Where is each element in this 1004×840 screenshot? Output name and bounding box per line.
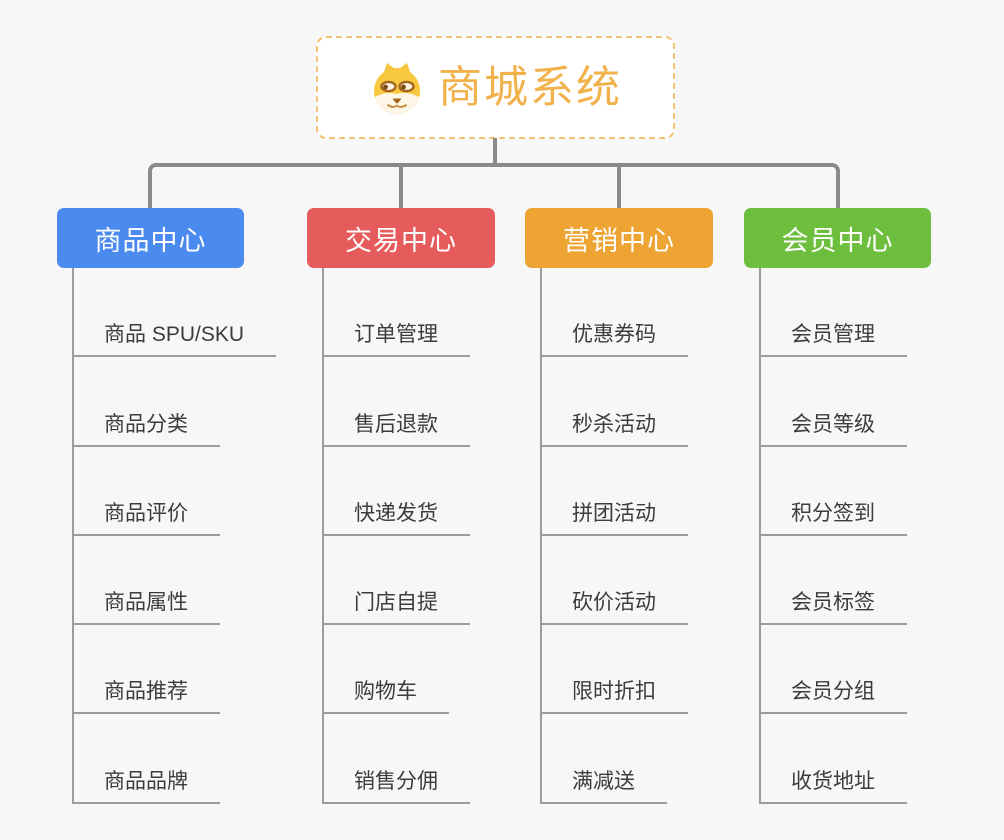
leaf-node[interactable]: 收货地址 <box>759 714 994 804</box>
trunk-connector <box>322 268 324 804</box>
leaf-node[interactable]: 秒杀活动 <box>540 357 775 447</box>
leaf-label: 拼团活动 <box>540 497 688 536</box>
leaf-label: 积分签到 <box>759 497 907 536</box>
leaf-label: 满减送 <box>540 765 667 804</box>
leaf-label: 订单管理 <box>322 318 470 358</box>
leaf-label: 优惠券码 <box>540 318 688 358</box>
branch-children-trade-center: 订单管理 售后退款 快递发货 门店自提 购物车 销售分佣 <box>307 268 557 804</box>
leaf-node[interactable]: 会员标签 <box>759 536 994 626</box>
leaf-node[interactable]: 售后退款 <box>322 357 557 447</box>
branch-label: 会员中心 <box>781 225 894 256</box>
leaf-label: 商品分类 <box>72 408 220 447</box>
leaf-node[interactable]: 商品评价 <box>72 447 307 536</box>
leaf-label: 秒杀活动 <box>540 408 688 447</box>
branch-node-trade-center[interactable]: 交易中心 <box>307 208 495 268</box>
leaf-label: 商品属性 <box>72 586 220 626</box>
leaf-node[interactable]: 商品 SPU/SKU <box>72 268 307 358</box>
leaf-node[interactable]: 优惠券码 <box>540 268 775 358</box>
leaf-node[interactable]: 门店自提 <box>322 536 557 626</box>
leaf-node[interactable]: 商品品牌 <box>72 714 307 804</box>
leaf-label: 商品评价 <box>72 497 220 536</box>
doge-icon <box>374 62 420 114</box>
leaf-label: 会员等级 <box>759 408 907 447</box>
leaf-node[interactable]: 快递发货 <box>322 447 557 536</box>
branch-drop-connector <box>617 163 621 208</box>
leaf-label: 收货地址 <box>759 765 907 804</box>
leaf-node[interactable]: 购物车 <box>322 625 557 715</box>
branch-label: 交易中心 <box>345 225 457 256</box>
branch-bus-connector <box>148 163 840 208</box>
leaf-label: 购物车 <box>322 675 449 715</box>
trunk-connector <box>72 268 74 804</box>
leaf-node[interactable]: 会员分组 <box>759 625 994 715</box>
leaf-label: 会员标签 <box>759 586 907 626</box>
leaf-node[interactable]: 销售分佣 <box>322 714 557 804</box>
leaf-node[interactable]: 拼团活动 <box>540 447 775 536</box>
leaf-node[interactable]: 限时折扣 <box>540 625 775 715</box>
leaf-label: 限时折扣 <box>540 675 688 715</box>
root-title: 商城系统 <box>438 62 622 112</box>
branch-label: 商品中心 <box>94 225 207 256</box>
trunk-connector <box>759 268 761 804</box>
leaf-node[interactable]: 积分签到 <box>759 447 994 536</box>
leaf-node[interactable]: 砍价活动 <box>540 536 775 626</box>
leaf-label: 砍价活动 <box>540 586 688 626</box>
branch-node-marketing-center[interactable]: 营销中心 <box>525 208 713 268</box>
leaf-label: 会员分组 <box>759 675 907 715</box>
leaf-label: 售后退款 <box>322 408 470 447</box>
branch-drop-connector <box>399 163 403 208</box>
leaf-node[interactable]: 商品属性 <box>72 536 307 626</box>
branch-node-product-center[interactable]: 商品中心 <box>57 208 244 268</box>
leaf-node[interactable]: 会员等级 <box>759 357 994 447</box>
leaf-node[interactable]: 商品推荐 <box>72 625 307 715</box>
leaf-label: 销售分佣 <box>322 765 470 804</box>
branch-children-marketing-center: 优惠券码 秒杀活动 拼团活动 砍价活动 限时折扣 满减送 <box>525 268 775 804</box>
leaf-label: 商品 SPU/SKU <box>72 318 277 358</box>
root-node[interactable]: 商城系统 <box>316 36 675 139</box>
leaf-node[interactable]: 订单管理 <box>322 268 557 358</box>
leaf-node[interactable]: 会员管理 <box>759 268 994 358</box>
leaf-node[interactable]: 满减送 <box>540 714 775 804</box>
branch-children-product-center: 商品 SPU/SKU 商品分类 商品评价 商品属性 商品推荐 商品品牌 <box>57 268 307 804</box>
leaf-node[interactable]: 商品分类 <box>72 357 307 447</box>
trunk-connector <box>540 268 542 804</box>
leaf-label: 商品推荐 <box>72 675 220 715</box>
leaf-label: 快递发货 <box>322 497 470 536</box>
leaf-label: 商品品牌 <box>72 765 220 804</box>
leaf-label: 会员管理 <box>759 318 907 358</box>
branch-children-member-center: 会员管理 会员等级 积分签到 会员标签 会员分组 收货地址 <box>744 268 994 804</box>
branch-label: 营销中心 <box>563 225 675 256</box>
leaf-label: 门店自提 <box>322 586 470 626</box>
root-stem-connector <box>493 138 497 165</box>
branch-node-member-center[interactable]: 会员中心 <box>744 208 931 268</box>
